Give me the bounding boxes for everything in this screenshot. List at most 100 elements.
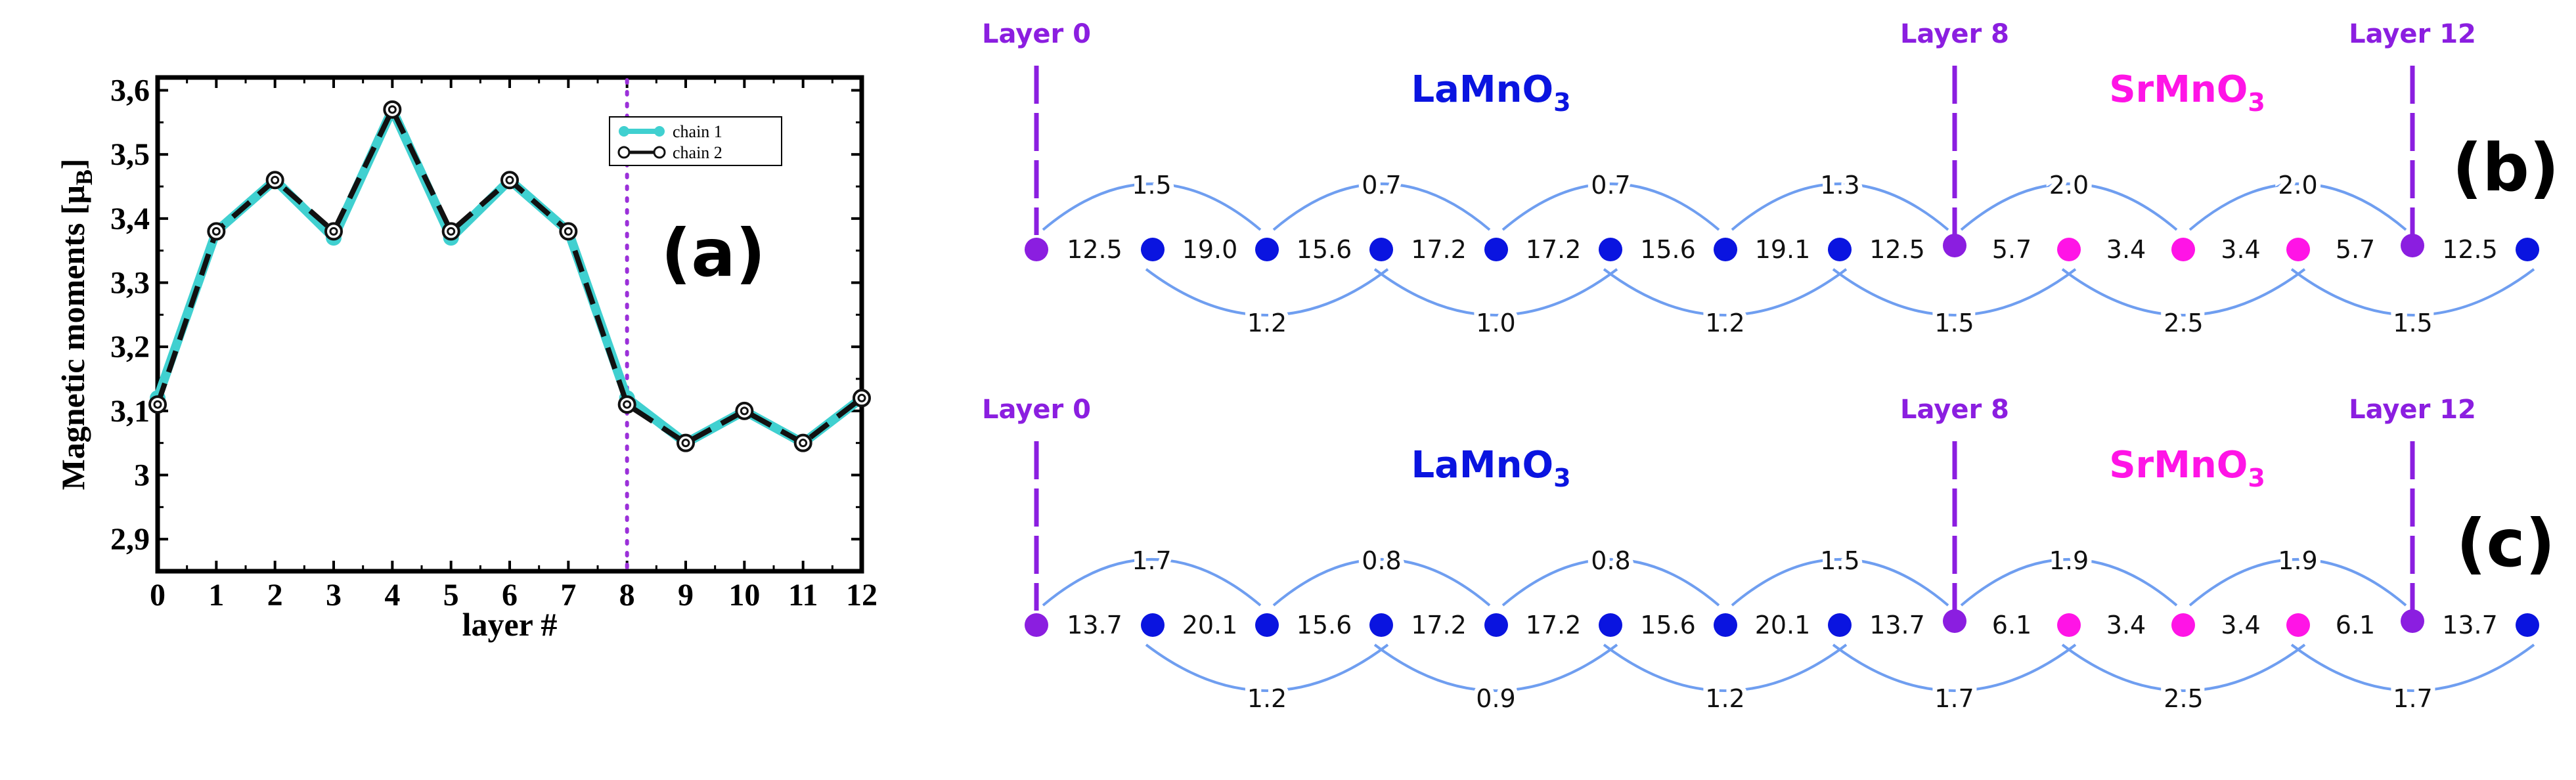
material-subscript: 3 <box>2248 88 2265 117</box>
marker-core <box>505 175 514 184</box>
bottom-exchange-arc <box>2061 268 2306 316</box>
y-tick-label: 3,3 <box>110 266 150 301</box>
x-tick-label: 2 <box>267 578 283 613</box>
site-dot-sr <box>2286 613 2310 637</box>
site-moment-value: 12.5 <box>1067 235 1122 264</box>
marker-core <box>681 439 690 448</box>
site-dot-la <box>1714 613 1737 637</box>
site-moment-value: 15.6 <box>1640 611 1696 639</box>
top-exchange-arc <box>1501 558 1720 607</box>
top-arc-value: 2.0 <box>2278 171 2317 200</box>
x-axis-label: layer # <box>462 606 558 643</box>
marker-core <box>740 406 749 416</box>
bottom-exchange-arc <box>1603 268 1848 316</box>
top-arc-value: 1.5 <box>1132 171 1171 200</box>
top-exchange-arc <box>1960 558 2178 607</box>
site-moment-value: 3.4 <box>2221 235 2260 264</box>
bottom-exchange-arc <box>1145 643 1389 692</box>
legend-label: chain 2 <box>673 143 722 162</box>
site-moment-value: 19.0 <box>1182 235 1238 264</box>
site-dot-la <box>1255 238 1279 261</box>
site-dot-la <box>1141 238 1165 261</box>
site-moment-value: 17.2 <box>1526 611 1582 639</box>
marker-core <box>857 393 866 402</box>
marker-ring <box>853 389 871 408</box>
top-exchange-arc <box>1042 183 1262 231</box>
site-dot-i <box>2401 609 2424 633</box>
site-moment-value: 20.1 <box>1182 611 1238 639</box>
bottom-exchange-arc <box>2061 643 2306 692</box>
site-dot-sr <box>2171 613 2195 637</box>
top-arc-value: 1.5 <box>1820 546 1859 575</box>
x-tick-label: 12 <box>846 578 877 613</box>
top-arc-value: 2.0 <box>2049 171 2089 200</box>
panel-a-label: (a) <box>661 215 766 292</box>
layer-label: Layer 12 <box>2349 19 2476 49</box>
marker-ring <box>793 433 812 452</box>
data-point-chain-2 <box>441 222 460 241</box>
material-label-srmno3: SrMnO3 <box>2109 68 2265 117</box>
site-moment-value: 19.1 <box>1755 235 1811 264</box>
material-formula: SrMnO <box>2109 68 2248 111</box>
site-moment-value: 6.1 <box>1992 611 2032 639</box>
site-moment-value: 20.1 <box>1755 611 1811 639</box>
y-tick-label: 3,4 <box>110 202 150 236</box>
marker-ring <box>207 222 226 241</box>
x-tick-label: 11 <box>788 578 818 613</box>
data-point-chain-2 <box>383 100 402 119</box>
legend-marker-chain-1 <box>654 126 665 137</box>
top-arc-value: 0.7 <box>1591 171 1630 200</box>
site-dot-la <box>1369 613 1393 637</box>
site-moment-value: 12.5 <box>2442 235 2498 264</box>
top-exchange-arc <box>1731 558 1949 607</box>
site-moment-value: 5.7 <box>1992 235 2032 264</box>
site-dot-la <box>1714 238 1737 261</box>
bottom-arc-value: 1.2 <box>1247 309 1287 337</box>
marker-ring <box>148 395 167 414</box>
data-point-chain-2 <box>677 433 695 452</box>
site-dot-la <box>1141 613 1165 637</box>
y-tick-label: 3,2 <box>110 330 150 364</box>
layer-label: Layer 8 <box>1900 19 2009 49</box>
marker-core <box>271 175 280 184</box>
x-tick-label: 6 <box>502 578 518 613</box>
top-arc-value: 1.9 <box>2278 546 2317 575</box>
site-moment-value: 3.4 <box>2106 235 2146 264</box>
bottom-exchange-arc <box>1373 643 1618 692</box>
top-arc-value: 0.8 <box>1591 546 1630 575</box>
site-dot-la <box>1484 238 1508 261</box>
marker-core <box>329 227 338 236</box>
site-dot-i <box>1025 613 1048 637</box>
top-arc-value: 0.8 <box>1362 546 1401 575</box>
y-tick-labels: 2,933,13,23,33,43,53,6 <box>110 74 150 557</box>
y-axis-label: Magnetic moments [μB] <box>55 158 97 490</box>
x-tick-label: 8 <box>619 578 635 613</box>
material-subscript: 3 <box>1553 88 1570 117</box>
site-moment-value: 17.2 <box>1411 235 1467 264</box>
site-dot-la <box>1484 613 1508 637</box>
bottom-arc-value: 1.5 <box>2393 309 2432 337</box>
top-exchange-arc <box>1042 558 1262 607</box>
bottom-arc-value: 0.9 <box>1476 684 1515 713</box>
bottom-exchange-arc <box>1832 268 2077 316</box>
panel-label: (c) <box>2456 505 2556 582</box>
data-point-chain-2 <box>793 433 812 452</box>
y-tick-label: 2,9 <box>110 522 150 557</box>
marker-ring <box>500 171 519 190</box>
y-tick-label: 3,1 <box>110 394 150 429</box>
data-point-chain-2 <box>148 395 167 414</box>
bottom-arc-value: 2.5 <box>2164 684 2203 713</box>
marker-ring <box>441 222 460 241</box>
bottom-arc-value: 1.7 <box>2393 684 2432 713</box>
bottom-exchange-arc <box>1145 268 1389 316</box>
bottom-arc-value: 1.0 <box>1476 309 1515 337</box>
material-label-lamno3: LaMnO3 <box>1411 444 1570 492</box>
top-exchange-arc <box>2188 183 2407 231</box>
marker-ring <box>383 100 402 119</box>
marker-core <box>447 227 456 236</box>
site-moment-value: 15.6 <box>1297 611 1352 639</box>
legend-box <box>609 116 782 166</box>
site-dot-sr <box>2171 238 2195 261</box>
material-formula: LaMnO <box>1411 444 1553 487</box>
